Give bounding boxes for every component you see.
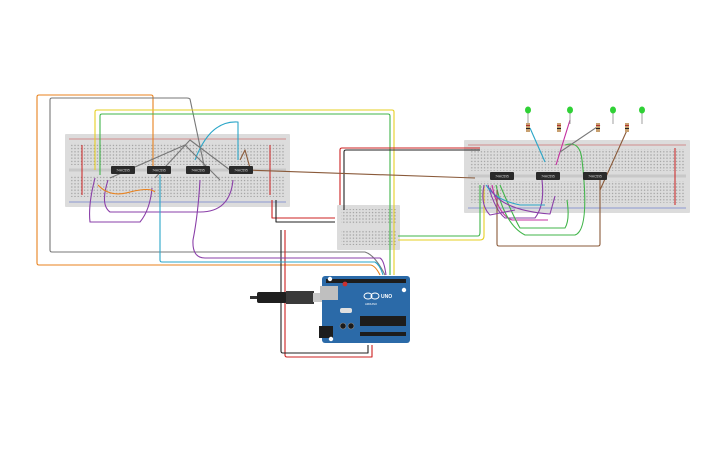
- arduino-brand: ARDUINO: [365, 302, 377, 306]
- wire-brown-2[interactable]: [239, 149, 251, 169]
- usb-cable[interactable]: [250, 291, 327, 304]
- led-1[interactable]: [525, 106, 531, 133]
- breadboard-mini[interactable]: [337, 205, 400, 250]
- wire-yellow[interactable]: [94, 109, 395, 275]
- wire-orange-2[interactable]: [97, 184, 156, 195]
- led-4[interactable]: [625, 106, 645, 133]
- wire-red-2[interactable]: [339, 147, 480, 205]
- chip-right-1[interactable]: 74HC595: [490, 172, 514, 180]
- wire-green-r1[interactable]: [495, 143, 586, 236]
- chip-label: 74HC595: [234, 168, 248, 172]
- wire-purple-r1[interactable]: [487, 179, 544, 219]
- led-3[interactable]: [596, 106, 616, 133]
- wire-gray[interactable]: [49, 97, 386, 276]
- chip-right-3[interactable]: 74HC595: [583, 172, 607, 180]
- chip-right-2[interactable]: 74HC595: [536, 172, 560, 180]
- wire-purple-3[interactable]: [103, 179, 234, 213]
- chips-right[interactable]: 74HC595 74HC595 74HC595: [490, 172, 607, 180]
- wire-purple-r2[interactable]: [482, 184, 516, 216]
- arduino-logo: [363, 292, 380, 300]
- arduino-uno[interactable]: UNO ARDUINO: [319, 276, 410, 343]
- chip-label: 74HC595: [541, 174, 555, 178]
- arduino-model: UNO: [381, 294, 392, 300]
- chip-label: 74HC595: [588, 174, 602, 178]
- wire-yellow-2[interactable]: [398, 185, 485, 241]
- chip-left-3[interactable]: 74HC595: [186, 166, 210, 174]
- wire-black-3[interactable]: [280, 230, 369, 354]
- leds[interactable]: [525, 106, 645, 133]
- wire-green[interactable]: [99, 113, 391, 275]
- wire-magenta-r2[interactable]: [555, 119, 571, 166]
- wire-black-1[interactable]: [275, 200, 335, 223]
- wires[interactable]: [36, 94, 629, 358]
- wire-purple-r3[interactable]: [489, 187, 556, 215]
- wire-green-2[interactable]: [398, 185, 481, 237]
- wire-brown-r1[interactable]: [496, 175, 601, 247]
- chip-label: 74HC595: [152, 168, 166, 172]
- wire-cyan-2[interactable]: [194, 121, 239, 161]
- chips-left[interactable]: 74HC595 74HC595 74HC595 74HC595: [111, 166, 253, 174]
- wire-cyan-r1[interactable]: [529, 127, 546, 163]
- wire-orange[interactable]: [36, 94, 381, 276]
- chip-label: 74HC595: [191, 168, 205, 172]
- chip-left-2[interactable]: 74HC595: [147, 166, 171, 174]
- wire-cyan-r2[interactable]: [485, 184, 545, 206]
- wire-red-1[interactable]: [271, 200, 335, 219]
- chip-left-1[interactable]: 74HC595: [111, 166, 135, 174]
- chip-label: 74HC595: [495, 174, 509, 178]
- wire-green-r2[interactable]: [499, 184, 569, 229]
- chip-label: 74HC595: [116, 168, 130, 172]
- wire-gray-r1[interactable]: [559, 124, 601, 153]
- wire-purple-1[interactable]: [89, 177, 153, 223]
- wire-red-3[interactable]: [284, 230, 373, 358]
- wire-magenta-r1[interactable]: [491, 184, 548, 221]
- wire-purple-2[interactable]: [192, 179, 387, 276]
- wire-black-2[interactable]: [343, 149, 480, 210]
- chip-left-4[interactable]: 74HC595: [229, 166, 253, 174]
- wire-cyan-1[interactable]: [159, 175, 384, 276]
- wire-brown[interactable]: [244, 169, 476, 179]
- led-2[interactable]: [557, 106, 573, 133]
- wire-gray-3[interactable]: [154, 139, 231, 179]
